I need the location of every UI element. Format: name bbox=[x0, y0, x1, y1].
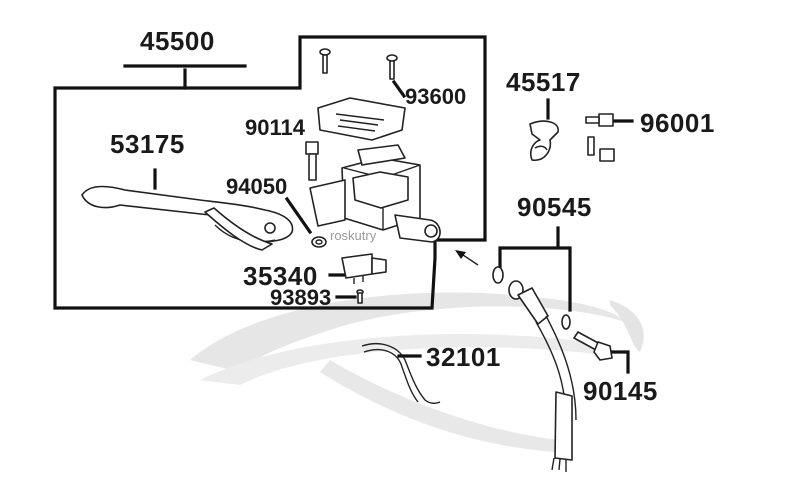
part-label-94050: 94050 bbox=[226, 174, 287, 199]
brake-hose-90545 bbox=[492, 266, 577, 472]
washer-94050 bbox=[311, 236, 327, 248]
leader-90145 bbox=[611, 350, 630, 374]
part-label-45500: 45500 bbox=[140, 26, 215, 56]
part-label-90545: 90545 bbox=[517, 192, 592, 222]
leader-94050 bbox=[284, 196, 313, 235]
part-label-90114: 90114 bbox=[245, 115, 306, 140]
bolt-90114 bbox=[305, 141, 319, 181]
bolts-96001 bbox=[585, 113, 615, 162]
screws-93600 bbox=[319, 48, 398, 80]
banjo-bolt-90145 bbox=[573, 331, 613, 361]
part-label-45517: 45517 bbox=[506, 67, 581, 97]
part-label-35340: 35340 bbox=[243, 261, 318, 291]
wire-32101 bbox=[361, 342, 441, 405]
part-label-90145: 90145 bbox=[583, 376, 658, 406]
assembly-frame bbox=[53, 35, 487, 310]
part-label-53175: 53175 bbox=[110, 129, 185, 159]
watermark-text: roskutry bbox=[330, 228, 377, 243]
leader-93600 bbox=[391, 79, 407, 99]
brake-switch-35340 bbox=[341, 253, 387, 284]
part-label-93600: 93600 bbox=[405, 84, 466, 109]
leader-90545 bbox=[498, 226, 572, 312]
part-label-96001: 96001 bbox=[640, 108, 715, 138]
direction-arrow bbox=[455, 250, 479, 266]
part-label-32101: 32101 bbox=[426, 342, 501, 372]
screw-93893 bbox=[356, 289, 364, 304]
master-cylinder bbox=[309, 97, 441, 243]
clamp-45517 bbox=[529, 120, 559, 161]
part-label-93893: 93893 bbox=[270, 285, 331, 310]
watermark-logo bbox=[190, 292, 644, 452]
brake-lever bbox=[81, 185, 294, 251]
